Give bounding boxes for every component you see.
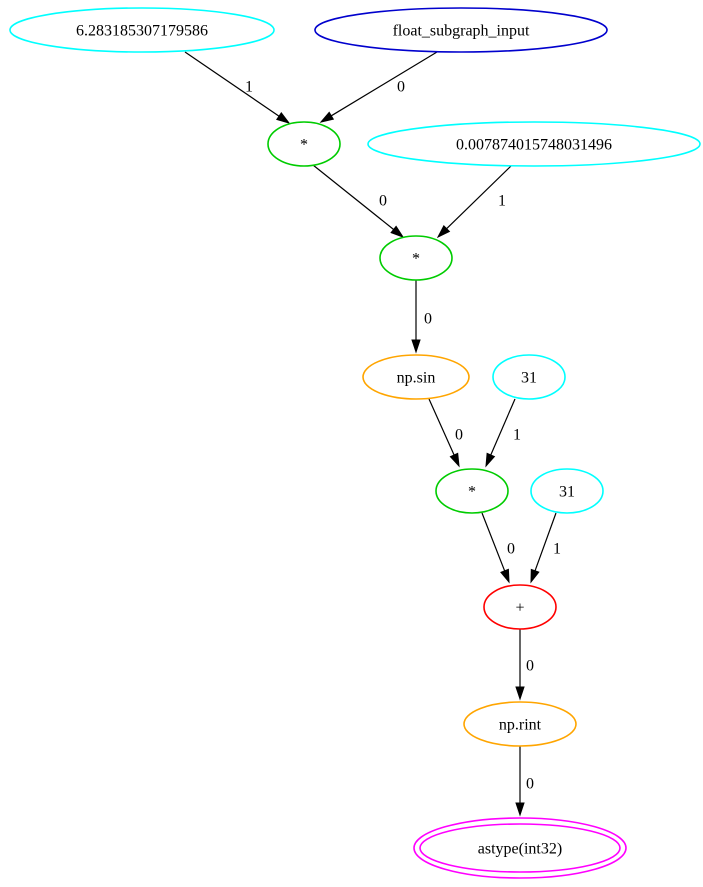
node-label: 6.283185307179586 <box>76 23 208 40</box>
edge-port-label: 1 <box>245 79 253 96</box>
arrowhead-icon <box>530 568 540 584</box>
edge-port-label: 1 <box>513 427 521 444</box>
edge-line <box>481 512 506 572</box>
edge-float-subgraph-input-to-mul-1: 0 <box>319 51 438 123</box>
node-label: 31 <box>559 484 575 501</box>
edge-const-6-283185307179586-to-mul-1: 1 <box>184 51 291 124</box>
edge-port-label: 0 <box>379 193 387 210</box>
node-ellipse-inner <box>419 823 621 873</box>
node-float-subgraph-input: float_subgraph_input <box>314 7 608 53</box>
edge-port-label: 0 <box>507 541 515 558</box>
edge-port-label: 1 <box>553 541 561 558</box>
node-label: float_subgraph_input <box>393 23 530 40</box>
node-mul-3: * <box>435 468 509 514</box>
node-label: * <box>300 137 308 154</box>
node-ellipse <box>530 468 604 514</box>
node-astype-int32: astype(int32) <box>413 817 627 879</box>
node-ellipse <box>9 7 275 53</box>
arrowhead-icon <box>319 111 335 123</box>
edge-port-label: 0 <box>455 427 463 444</box>
edge-mul-2-to-np-sin: 0 <box>411 280 432 354</box>
arrowhead-icon <box>436 224 451 239</box>
edge-line <box>184 51 280 117</box>
edge-mul-1-to-mul-2: 0 <box>312 164 405 238</box>
node-mul-2: * <box>379 235 453 281</box>
arrowhead-icon <box>485 452 496 468</box>
node-add: + <box>483 584 557 630</box>
edge-port-label: 0 <box>397 79 405 96</box>
node-label: 31 <box>521 370 537 387</box>
edge-const-31-a-to-mul-3: 1 <box>485 398 521 468</box>
arrowhead-icon <box>515 686 525 701</box>
edge-np-sin-to-mul-3: 0 <box>428 398 463 468</box>
node-label: * <box>468 484 476 501</box>
edge-line <box>312 164 395 230</box>
edge-const-0-007874015748031496-to-mul-2: 1 <box>436 165 512 239</box>
edge-port-label: 0 <box>424 311 432 328</box>
arrowhead-icon <box>390 225 405 238</box>
node-label: + <box>515 600 524 617</box>
edge-line <box>428 398 455 456</box>
node-label: 0.007874015748031496 <box>456 137 612 154</box>
edge-np-rint-to-astype-int32: 0 <box>515 746 534 817</box>
edge-line <box>330 51 438 117</box>
node-const-0-007874015748031496: 0.007874015748031496 <box>367 121 701 167</box>
node-ellipse <box>379 235 453 281</box>
node-const-6-283185307179586: 6.283185307179586 <box>9 7 275 53</box>
node-ellipse <box>362 354 470 400</box>
node-mul-1: * <box>267 121 341 167</box>
node-label: astype(int32) <box>478 841 562 858</box>
node-np-sin: np.sin <box>362 354 470 400</box>
arrowhead-icon <box>449 452 460 468</box>
arrowhead-icon <box>275 112 291 124</box>
arrowhead-icon <box>500 568 510 584</box>
node-ellipse <box>314 7 608 53</box>
node-ellipse <box>435 468 509 514</box>
edge-mul-3-to-add: 0 <box>481 512 515 584</box>
edge-line <box>446 165 512 230</box>
edge-line <box>534 512 557 571</box>
node-ellipse <box>267 121 341 167</box>
edge-port-label: 1 <box>498 193 506 210</box>
node-label: np.rint <box>499 717 542 734</box>
node-ellipse <box>367 121 701 167</box>
edge-add-to-np-rint: 0 <box>515 629 534 701</box>
node-const-31-a: 31 <box>492 354 566 400</box>
node-const-31-b: 31 <box>530 468 604 514</box>
node-label: * <box>412 251 420 268</box>
arrowhead-icon <box>411 339 421 354</box>
edge-line <box>490 398 516 456</box>
edge-port-label: 0 <box>526 776 534 793</box>
node-ellipse <box>463 701 577 747</box>
node-label: np.sin <box>397 370 436 387</box>
edge-port-label: 0 <box>526 658 534 675</box>
node-ellipse <box>492 354 566 400</box>
arrowhead-icon <box>515 802 525 817</box>
edge-const-31-b-to-add: 1 <box>530 512 561 584</box>
node-np-rint: np.rint <box>463 701 577 747</box>
node-ellipse <box>483 584 557 630</box>
node-ellipse <box>413 817 627 879</box>
